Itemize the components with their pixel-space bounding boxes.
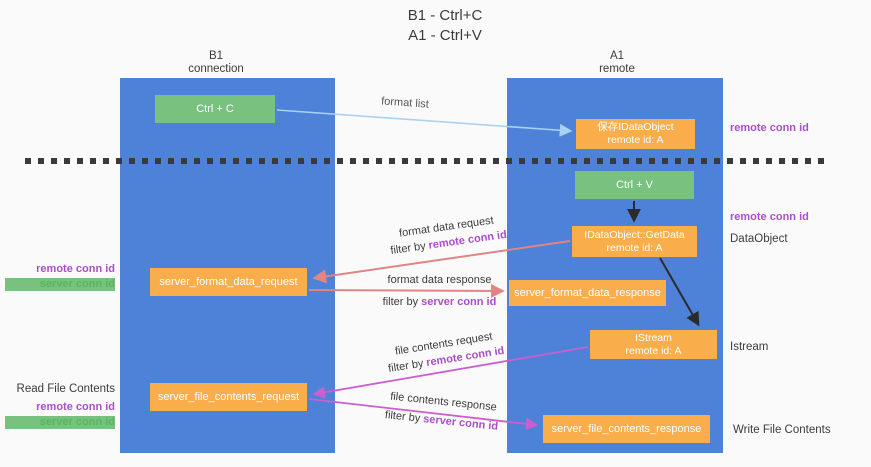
edge-label-format-data-response-line1: format data response — [387, 274, 492, 286]
annotation-left-server-conn-id-mid: server conn id — [5, 278, 115, 291]
right-column-header: A1 remote — [557, 50, 677, 76]
node-server-file-contents-response-label: server_file_contents_response — [551, 422, 702, 435]
node-ctrl-v-label: Ctrl + V — [616, 178, 653, 191]
node-save-idataobject-line2: remote id: A — [607, 134, 664, 146]
node-istream-line1: IStream — [635, 331, 672, 344]
node-istream-line2: remote id: A — [625, 344, 682, 357]
filter-by-text: filter by — [387, 357, 425, 376]
node-save-idataobject-line1: 保存IDataObject — [597, 121, 674, 133]
node-server-format-data-response: server_format_data_response — [509, 280, 666, 306]
annotation-remote-conn-id-mid: remote conn id — [730, 211, 809, 223]
left-column-header-line1: B1 — [208, 50, 224, 62]
edge-label-format-list: format list — [350, 91, 461, 115]
node-server-format-data-response-label: server_format_data_response — [514, 286, 661, 299]
node-idataobject-getdata: IDataObject::GetData remote id: A — [572, 226, 697, 257]
annotation-left-remote-conn-id-bottom: remote conn id — [36, 401, 115, 413]
annotation-left-server-conn-id-bottom: server conn id — [5, 416, 115, 429]
node-server-file-contents-request-label: server_file_contents_request — [157, 390, 300, 403]
annotation-remote-conn-id-top: remote conn id — [730, 122, 809, 134]
annotation-left-remote-conn-id-mid: remote conn id — [36, 263, 115, 275]
node-idataobject-getdata-line2: remote id: A — [606, 241, 663, 254]
node-ctrl-c-label: Ctrl + C — [196, 102, 234, 115]
server-conn-id-key: server conn id — [422, 413, 499, 433]
filter-by-text: filter by — [384, 409, 421, 425]
diagram-title: B1 - Ctrl+C A1 - Ctrl+V — [345, 6, 545, 46]
title-line-2: A1 - Ctrl+V — [408, 27, 482, 44]
server-conn-id-key: server conn id — [421, 296, 497, 308]
annotation-istream: Istream — [730, 341, 769, 353]
node-ctrl-c: Ctrl + C — [155, 95, 275, 123]
edge-label-format-list-text: format list — [380, 95, 430, 111]
node-server-file-contents-response: server_file_contents_response — [543, 415, 710, 443]
annotation-write-file-contents: Write File Contents — [733, 424, 831, 436]
dashed-separator-line — [25, 158, 830, 164]
right-column-header-line1: A1 — [609, 50, 625, 62]
node-istream: IStream remote id: A — [590, 330, 717, 359]
right-column-header-line2: remote — [599, 63, 635, 75]
edge-label-format-data-request: format data request filter byremote conn… — [378, 210, 516, 260]
filter-by-text: filter by — [382, 296, 419, 308]
node-server-format-data-request: server_format_data_request — [150, 268, 307, 296]
node-server-format-data-request-label: server_format_data_request — [159, 275, 298, 288]
node-ctrl-v: Ctrl + V — [575, 171, 694, 199]
left-column-header: B1 connection — [156, 50, 276, 76]
annotation-read-file-contents: Read File Contents — [16, 383, 115, 395]
node-save-idataobject: 保存IDataObject remote id: A — [576, 119, 695, 149]
annotation-dataobject: DataObject — [730, 233, 788, 245]
title-line-1: B1 - Ctrl+C — [407, 7, 483, 24]
filter-by-text: filter by — [389, 240, 427, 258]
node-idataobject-getdata-line1: IDataObject::GetData — [584, 228, 685, 241]
node-server-file-contents-request: server_file_contents_request — [150, 383, 307, 411]
left-column-header-line2: connection — [188, 63, 244, 75]
edge-label-file-contents-request: file contents request filter byremote co… — [373, 325, 516, 379]
